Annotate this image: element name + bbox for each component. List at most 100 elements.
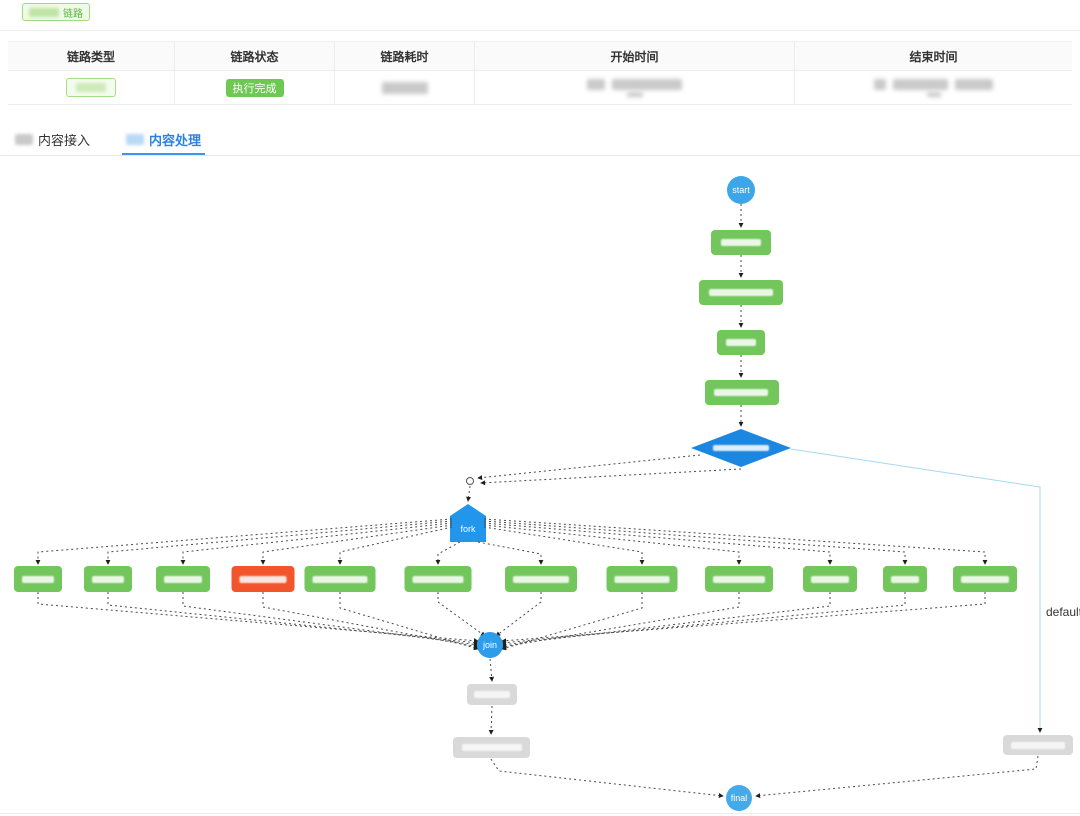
redacted-node-label: [513, 576, 569, 583]
redacted-node-label: [713, 576, 765, 583]
branch-node-10-success[interactable]: [803, 566, 857, 592]
table-header-row: 链路类型 链路状态 链路耗时 开始时间 结束时间: [8, 42, 1072, 71]
node-join[interactable]: join: [477, 632, 503, 658]
redacted-start-time-sub: [626, 91, 643, 97]
branch-node-2-success[interactable]: [84, 566, 132, 592]
redacted-node-label: [726, 339, 756, 346]
edge-branch-join: [107, 592, 479, 646]
redacted-node-label: [709, 289, 773, 296]
status-badge: 执行完成: [225, 78, 284, 97]
redacted-end-time: [893, 78, 948, 90]
edge-fork-branch: [483, 526, 645, 565]
workflow-dag-canvas[interactable]: default start fork join: [0, 156, 1080, 816]
trace-badge: 链路: [22, 3, 90, 21]
content-tabs: 内容接入 内容处理: [0, 124, 1080, 156]
node-fork[interactable]: fork: [450, 504, 486, 542]
branch-node-1-success[interactable]: [14, 566, 62, 592]
redacted-tab-prefix: [15, 134, 33, 145]
node-decision-diamond[interactable]: [691, 429, 791, 467]
svg-text:start: start: [732, 185, 750, 195]
redacted-node-label: [721, 239, 761, 246]
edge-decision-default: [790, 448, 1043, 733]
edge-fork-branch: [483, 522, 833, 565]
header-trace-status: 链路状态: [175, 42, 335, 70]
edge-pending1-pending2: [488, 705, 494, 735]
node-pending-default[interactable]: [1003, 735, 1073, 755]
edge-fork-branch: [477, 541, 544, 565]
node-start[interactable]: start: [727, 176, 755, 204]
redacted-node-label: [474, 691, 510, 698]
dag-edges: default: [466, 204, 1080, 799]
redacted-node-label: [714, 389, 768, 396]
redacted-node-label: [239, 576, 287, 583]
tab-content-process[interactable]: 内容处理: [122, 124, 206, 155]
header-trace-type: 链路类型: [8, 42, 175, 70]
edge-branch-join: [501, 592, 906, 646]
edge-decision-fork-a: [477, 454, 701, 481]
edge-fork-branch: [180, 522, 453, 565]
edge-branch-join: [501, 592, 986, 644]
edge-fork-branch: [483, 524, 742, 565]
branch-node-8-success[interactable]: [606, 566, 678, 592]
branch-node-11-success[interactable]: [883, 566, 927, 592]
table-row: 执行完成: [8, 71, 1072, 105]
redacted-node-label: [22, 576, 54, 583]
redacted-tab-prefix: [126, 134, 145, 145]
node-task-1[interactable]: [711, 230, 771, 255]
redacted-node-label: [412, 576, 464, 583]
redacted-start-time: [587, 78, 605, 90]
redacted-node-label: [614, 576, 670, 583]
edge-fork-branch: [105, 520, 453, 565]
redacted-node-label: [164, 576, 202, 583]
node-pending-1[interactable]: [467, 684, 517, 705]
redacted-node-label: [811, 576, 849, 583]
tab-label: 内容处理: [149, 133, 202, 148]
branch-node-5-success[interactable]: [304, 566, 376, 592]
redacted-end-time: [955, 78, 993, 90]
edge-branch-join: [495, 592, 542, 637]
edge-branch-join: [501, 592, 740, 649]
redacted-end-time: [874, 78, 886, 90]
edge-pending2-final: [490, 758, 724, 799]
node-final[interactable]: final: [726, 785, 752, 811]
edge-defaultnode-final: [755, 755, 1039, 799]
edge-fork-branch: [483, 520, 908, 565]
tab-content-ingest[interactable]: 内容接入: [15, 124, 90, 155]
edge-fork-branch: [483, 518, 988, 565]
edge-fork-branch: [435, 541, 461, 565]
edge-marker-fork: [466, 485, 472, 502]
edge-branch-join: [437, 592, 486, 637]
svg-text:fork: fork: [460, 524, 476, 534]
edge-branch-join: [501, 592, 643, 651]
header-end-time: 结束时间: [909, 49, 958, 64]
parallel-branches: [14, 518, 1017, 651]
redacted-node-label: [891, 576, 919, 583]
branch-node-4-failed[interactable]: [231, 566, 295, 592]
redacted-node-label: [462, 744, 522, 751]
branch-node-12-success[interactable]: [953, 566, 1017, 592]
connector-dot: [466, 477, 474, 485]
edge-branch-join: [37, 592, 479, 644]
node-task-2[interactable]: [699, 280, 783, 305]
trace-summary-table: 链路类型 链路状态 链路耗时 开始时间 结束时间 执行完成: [8, 41, 1072, 105]
branch-node-3-success[interactable]: [156, 566, 210, 592]
header-start-time: 开始时间: [475, 42, 795, 70]
branch-node-7-success[interactable]: [505, 566, 577, 592]
node-task-3[interactable]: [717, 330, 765, 355]
edge-fork-branch: [35, 518, 453, 565]
svg-text:final: final: [731, 793, 748, 803]
tab-label: 内容接入: [38, 133, 91, 148]
edge-decision-fork-b: [480, 468, 742, 486]
node-pending-2[interactable]: [453, 737, 530, 758]
redacted-start-time: [612, 78, 682, 90]
redacted-badge-text: [29, 7, 59, 17]
trace-badge-label: 链路: [63, 8, 83, 20]
edge-branch-join: [262, 592, 479, 649]
node-task-4[interactable]: [705, 380, 779, 405]
redacted-node-label: [92, 576, 124, 583]
redacted-trace-type: [76, 83, 106, 92]
branch-node-9-success[interactable]: [705, 566, 773, 592]
branch-node-6-success[interactable]: [404, 566, 472, 592]
edge-branch-join: [339, 592, 479, 651]
edge-branch-join: [501, 592, 831, 647]
